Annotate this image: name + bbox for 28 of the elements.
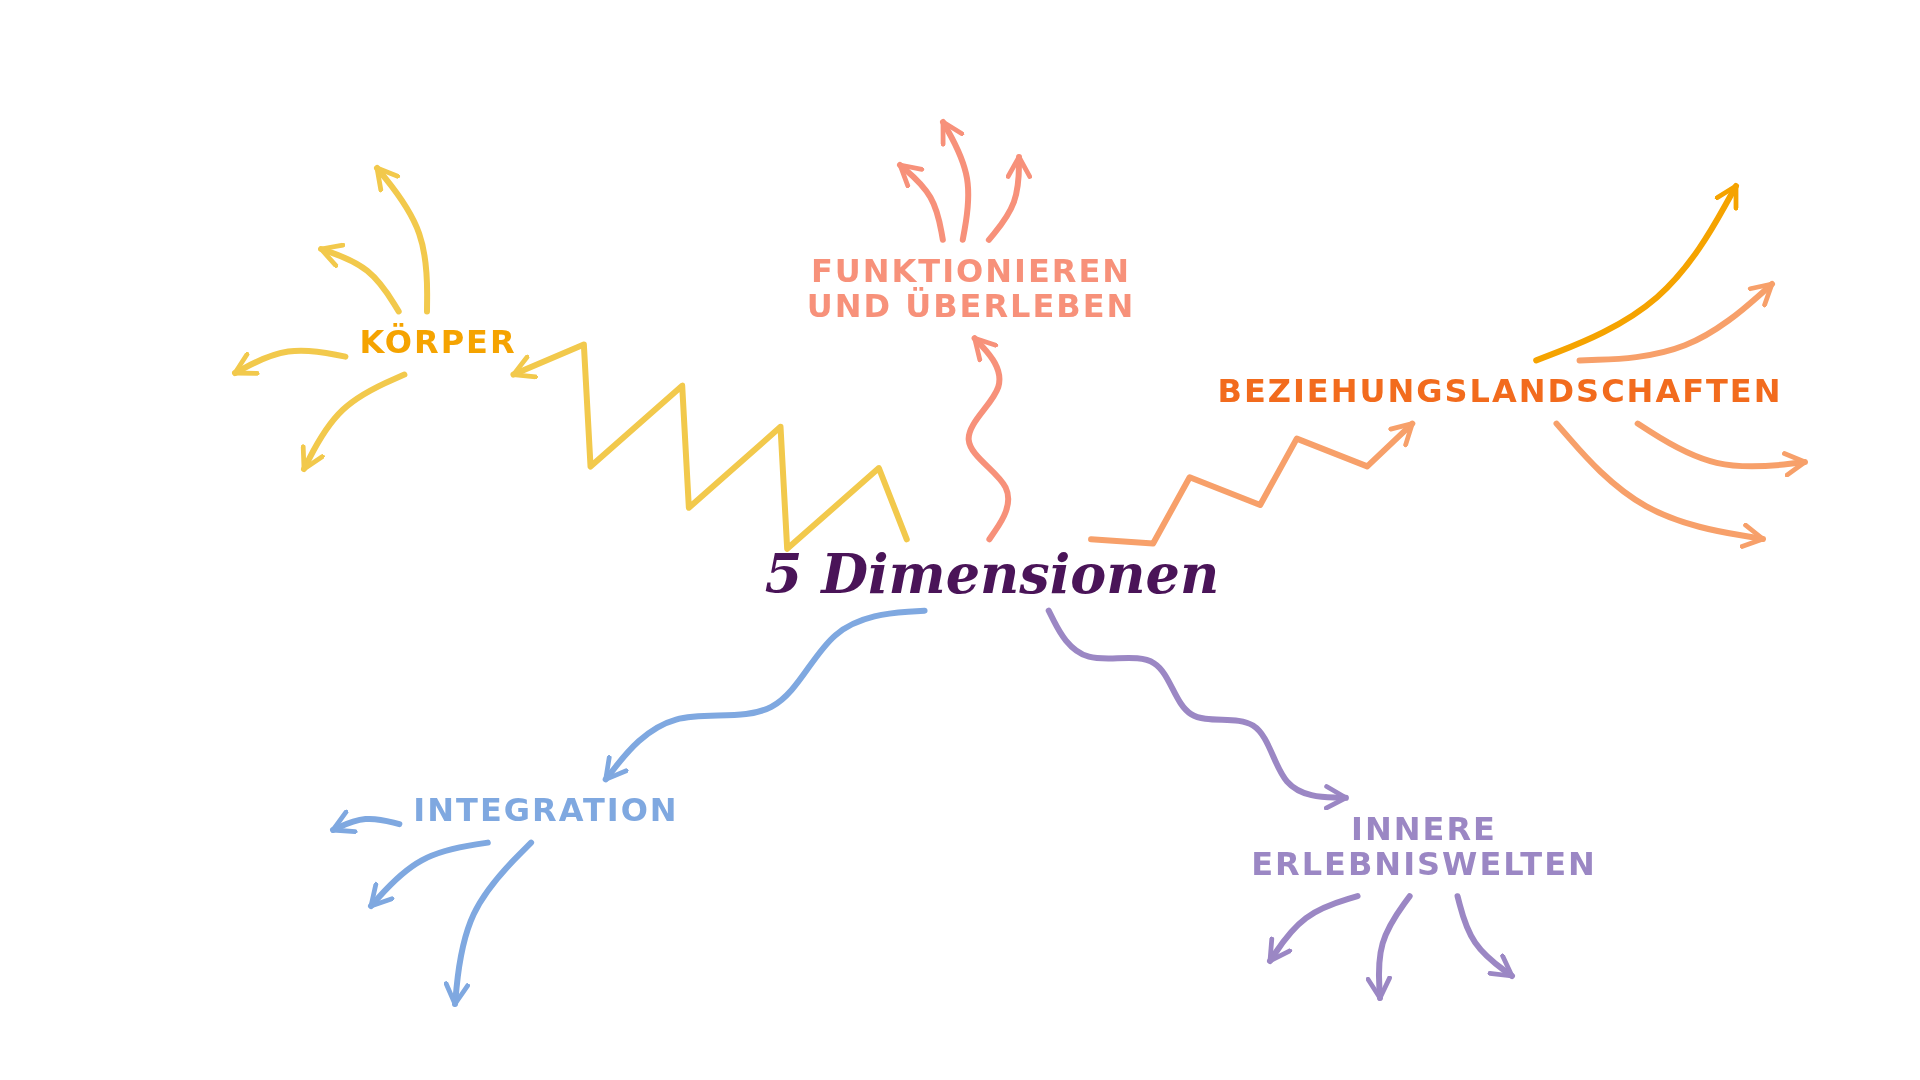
arrow [443,839,535,1007]
arrow [1634,420,1808,478]
arrow [1045,607,1349,811]
arrow [985,154,1033,243]
arrow [1553,420,1766,549]
arrow [300,371,408,472]
dimension-label: BEZIEHUNGSLANDSCHAFTEN [1217,374,1783,410]
arrow [602,607,928,783]
arrow [1533,183,1739,364]
arrow [897,162,946,243]
arrow [965,335,1012,543]
arrow [330,809,403,834]
dimension-label: INNERE ERLEBNISWELTEN [1244,811,1604,883]
dimension-label: KÖRPER [359,325,517,361]
dimension-label: INTEGRATION [413,793,679,829]
arrow [318,242,402,315]
arrow [1454,893,1515,979]
arrow [374,165,431,315]
center-title: 5 Dimensionen [764,545,1220,605]
arrow [1267,893,1361,964]
arrow [1576,281,1775,364]
arrow [940,119,972,243]
arrow [368,839,491,909]
arrow [1365,893,1413,1001]
arrow [1088,420,1416,547]
arrow [232,347,349,376]
arrow [510,341,910,552]
dimension-label: FUNKTIONIEREN UND ÜBERLEBEN [771,253,1171,325]
